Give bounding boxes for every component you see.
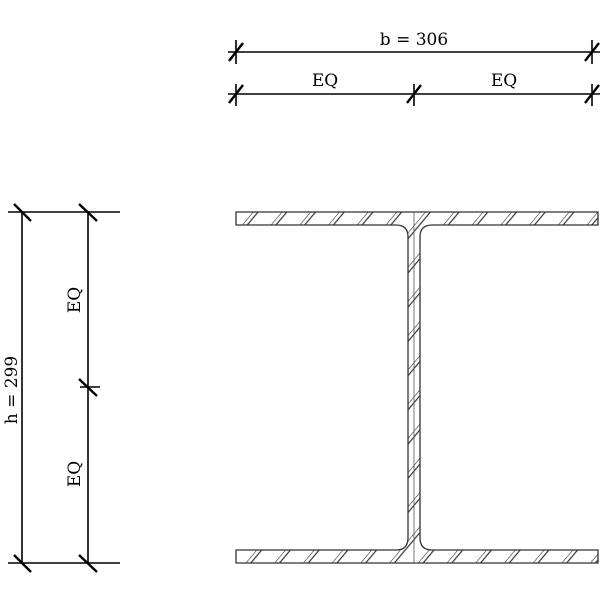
width-eq-dimension: EQ EQ bbox=[228, 71, 600, 106]
eq-label-top-left: EQ bbox=[312, 71, 338, 91]
width-label: b = 306 bbox=[380, 30, 448, 50]
width-dimension: b = 306 bbox=[228, 30, 600, 64]
i-beam-section bbox=[235, 211, 599, 564]
height-dimension: h = 299 bbox=[2, 203, 120, 573]
height-label: h = 299 bbox=[2, 356, 22, 424]
height-eq-dimension: EQ EQ bbox=[65, 203, 100, 573]
eq-label-left-lower: EQ bbox=[65, 461, 85, 487]
eq-label-top-right: EQ bbox=[491, 71, 517, 91]
eq-label-left-upper: EQ bbox=[65, 287, 85, 313]
